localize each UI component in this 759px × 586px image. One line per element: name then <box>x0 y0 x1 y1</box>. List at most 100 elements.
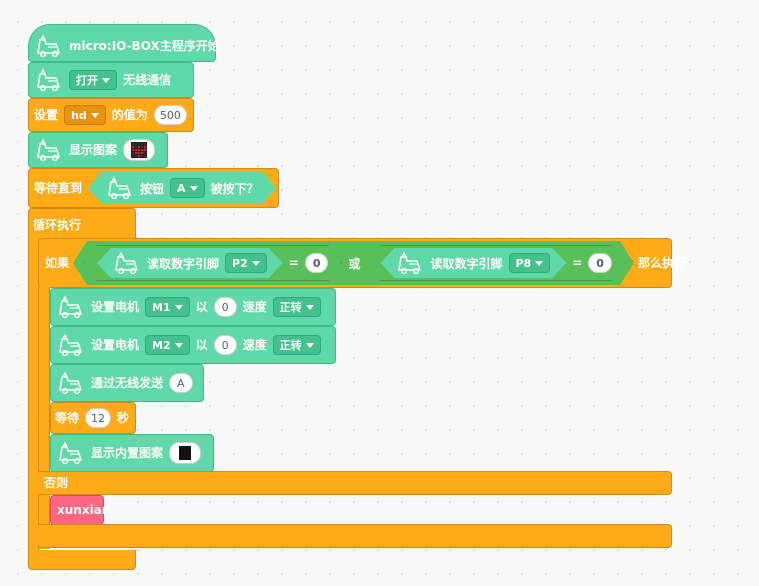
led-cell <box>135 149 138 151</box>
motor-dropdown[interactable]: M1 <box>145 297 190 317</box>
led-cell <box>132 149 135 151</box>
hat-block[interactable]: micro:IO-BOX主程序开始 <box>28 24 220 62</box>
wait-seconds-block[interactable]: 等待 12 秒 <box>50 402 136 434</box>
led-cell <box>132 143 135 145</box>
if-label: 如果 <box>45 256 70 270</box>
robot-car-icon <box>57 295 85 319</box>
chevron-down-icon <box>535 261 543 266</box>
led-cell <box>144 155 147 157</box>
right-value-input[interactable]: 0 <box>588 253 612 273</box>
builtin-pattern-label: 显示内置图案 <box>91 446 164 460</box>
chevron-down-icon <box>90 112 99 118</box>
right-read-label: 读取数字引脚 <box>430 256 503 271</box>
set-motor-label: 设置电机 <box>91 338 140 352</box>
robot-car-icon <box>35 138 63 162</box>
or-operator[interactable]: 读取数字引脚 P2 = 0 或 读取数字引脚 P8 = 0 <box>73 241 634 285</box>
left-eq-label: = <box>288 256 299 270</box>
button-label: 按钮 <box>140 181 165 196</box>
set-motor-label: 设置电机 <box>91 300 140 314</box>
right-equals-condition[interactable]: 读取数字引脚 P8 = 0 <box>366 245 625 281</box>
wait-seconds-input[interactable]: 12 <box>85 408 111 428</box>
motor-dropdown[interactable]: M2 <box>145 335 190 355</box>
pressed-label: 被按下？ <box>210 181 259 196</box>
led-cell <box>141 143 144 145</box>
right-pin-dropdown[interactable]: P8 <box>509 253 551 273</box>
button-dropdown[interactable]: A <box>170 178 205 198</box>
chevron-down-icon <box>174 304 183 310</box>
with-label: 以 <box>195 338 208 352</box>
else-label: 否则 <box>44 476 69 490</box>
led-cell <box>135 152 138 154</box>
led-cell <box>138 149 141 151</box>
speed-label: 速度 <box>242 300 267 314</box>
speed-input[interactable]: 0 <box>213 335 237 355</box>
left-read-pin-block[interactable]: 读取数字引脚 P2 <box>97 248 283 278</box>
led-cell <box>132 152 135 154</box>
chevron-down-icon <box>102 77 110 83</box>
led-cell <box>132 155 135 157</box>
show-pattern-label: 显示图案 <box>69 143 118 157</box>
wireless-label: 无线通信 <box>123 73 172 87</box>
robot-car-icon <box>57 333 85 357</box>
chevron-down-icon <box>305 304 314 310</box>
seconds-label: 秒 <box>116 411 129 425</box>
wait-until-label: 等待直到 <box>34 181 83 195</box>
forever-label: 循环执行 <box>33 218 82 232</box>
set-motor-block-1[interactable]: 设置电机 M1 以 0 速度 正转 <box>50 288 336 326</box>
wireless-block[interactable]: 打开 无线通信 <box>28 62 194 98</box>
led-cell <box>141 146 144 148</box>
led-cell <box>138 146 141 148</box>
wait-label: 等待 <box>55 411 80 425</box>
robot-car-icon <box>396 251 424 275</box>
button-pressed-condition[interactable]: 按钮 A 被按下？ <box>88 172 277 204</box>
xunxian-label: xunxian <box>57 503 111 517</box>
led-cell <box>132 146 135 148</box>
led-cell <box>144 152 147 154</box>
led-cell <box>138 152 141 154</box>
variable-dropdown[interactable]: hd <box>64 105 106 125</box>
speed-input[interactable]: 0 <box>213 297 237 317</box>
custom-xunxian-block[interactable]: xunxian <box>50 495 110 525</box>
robot-car-icon <box>57 371 85 395</box>
left-equals-condition[interactable]: 读取数字引脚 P2 = 0 <box>83 245 342 281</box>
if-else-arm <box>38 287 50 549</box>
led-grid <box>131 142 148 158</box>
led-cell <box>135 146 138 148</box>
set-label: 设置 <box>34 108 59 122</box>
wireless-send-block[interactable]: 通过无线发送 A <box>50 364 204 402</box>
led-cell <box>144 143 147 145</box>
robot-car-icon <box>106 176 134 200</box>
builtin-led-thumbnail <box>179 446 192 460</box>
show-pattern-block[interactable]: 显示图案 <box>28 132 168 168</box>
hat-block-label: micro:IO-BOX主程序开始 <box>69 39 220 53</box>
led-cell <box>141 149 144 151</box>
robot-car-icon <box>113 251 141 275</box>
led-pattern-picker[interactable] <box>123 139 156 161</box>
left-pin-dropdown[interactable]: P2 <box>225 253 267 273</box>
set-variable-block[interactable]: 设置 hd 的值为 500 <box>28 98 194 132</box>
if-else-bottom <box>38 524 672 548</box>
right-eq-label: = <box>572 256 583 270</box>
wait-until-block[interactable]: 等待直到 按钮 A 被按下？ <box>28 168 279 208</box>
show-builtin-pattern-block[interactable]: 显示内置图案 <box>50 434 214 472</box>
value-input[interactable]: 500 <box>153 105 187 125</box>
wireless-option-dropdown[interactable]: 打开 <box>69 70 117 90</box>
led-cell <box>138 143 141 145</box>
robot-car-icon <box>57 441 85 465</box>
led-cell <box>138 155 141 157</box>
builtin-pattern-picker[interactable] <box>169 442 202 464</box>
set-motor-block-2[interactable]: 设置电机 M2 以 0 速度 正转 <box>50 326 336 364</box>
chevron-down-icon <box>252 261 260 266</box>
direction-dropdown[interactable]: 正转 <box>272 335 321 355</box>
send-value-input[interactable]: A <box>169 373 193 393</box>
if-else-block[interactable]: 如果 读取数字引脚 P2 = 0 或 读取数字引脚 P8 = 0 <box>38 238 686 288</box>
value-of-label: 的值为 <box>111 108 148 122</box>
left-value-input[interactable]: 0 <box>305 253 329 273</box>
then-label: 那么执行 <box>637 256 686 270</box>
led-cell <box>144 149 147 151</box>
led-cell <box>141 152 144 154</box>
else-bar: 否则 <box>38 471 672 495</box>
direction-dropdown[interactable]: 正转 <box>272 297 321 317</box>
robot-car-icon <box>35 34 63 58</box>
right-read-pin-block[interactable]: 读取数字引脚 P8 <box>380 248 566 278</box>
